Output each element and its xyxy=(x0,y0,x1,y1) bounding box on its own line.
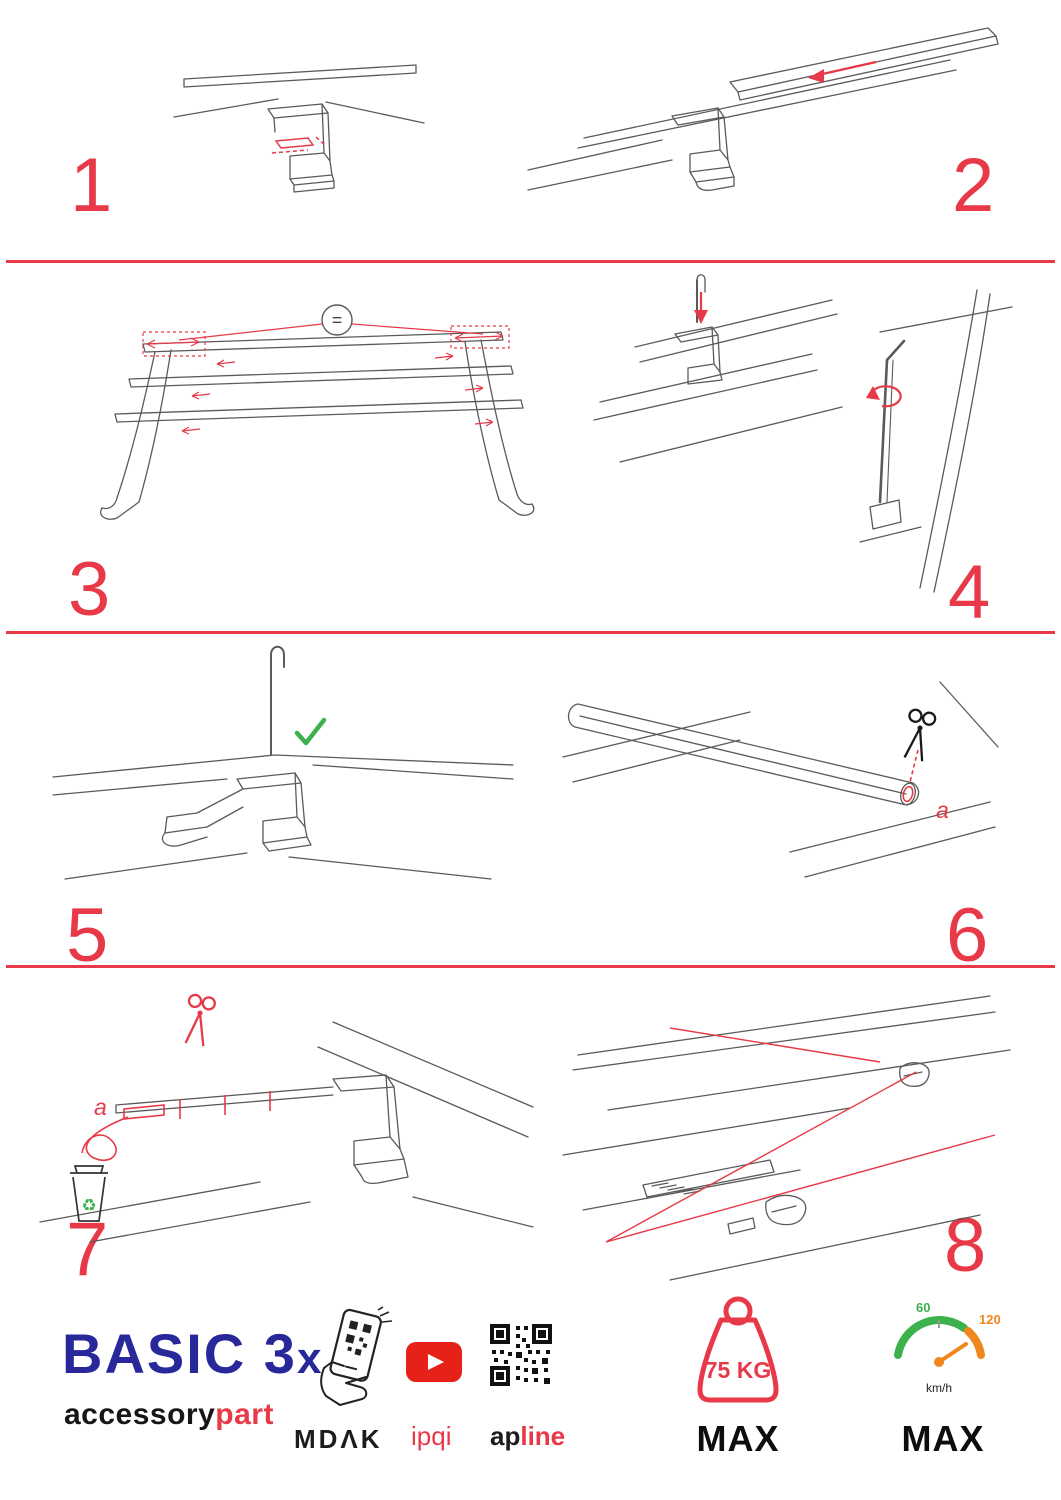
brand-sub-right: part xyxy=(215,1398,274,1431)
step-6-label-a: a xyxy=(936,797,949,823)
step-5-illustration xyxy=(45,635,525,915)
equals-sign: = xyxy=(332,310,343,330)
scissors-red-icon xyxy=(184,993,216,1047)
partner-ipqi-label: ipqi xyxy=(411,1421,452,1451)
trash-bin-icon xyxy=(70,1165,108,1222)
step-2-illustration xyxy=(520,18,1010,238)
step-2-number: 2 xyxy=(952,143,995,228)
step-1-number: 1 xyxy=(70,143,113,228)
step-2-slide-arrow xyxy=(808,60,877,83)
brand-sub-left: accessory xyxy=(64,1398,216,1431)
step-6-illustration: a xyxy=(548,650,1008,915)
weight-icon: 75 KG xyxy=(676,1294,800,1410)
phone-qr-icon xyxy=(310,1306,398,1406)
divider-row2 xyxy=(6,631,1055,634)
brand-subtitle: accessorypart xyxy=(64,1398,274,1432)
equals-badge xyxy=(321,304,353,336)
step-4-number: 4 xyxy=(948,550,991,635)
partner-apline-label: apline xyxy=(490,1421,565,1452)
recycle-icon: ♻ xyxy=(81,1196,96,1215)
speed-120-label: 120 xyxy=(979,1312,1001,1327)
speed-unit-label: km/h xyxy=(926,1381,952,1395)
weight-value: 75 KG xyxy=(705,1357,771,1383)
divider-row3 xyxy=(6,965,1055,968)
step-7-cut-marks xyxy=(81,1091,271,1162)
step-8-number: 8 xyxy=(944,1203,987,1288)
partner-mdak-label: MDΛK xyxy=(294,1424,383,1454)
step-4-arrows xyxy=(694,292,902,408)
youtube-icon xyxy=(406,1342,462,1382)
apline-right: line xyxy=(520,1421,566,1451)
hex-key xyxy=(878,358,889,504)
step-7-number: 7 xyxy=(66,1207,109,1292)
step-7-label-a: a xyxy=(94,1094,107,1120)
step-8-illustration xyxy=(548,978,1018,1286)
step-1-illustration xyxy=(170,55,430,235)
step-5-number: 5 xyxy=(66,893,109,978)
divider-row1 xyxy=(6,260,1055,263)
brand-logo: BASIC 3x xyxy=(62,1326,322,1382)
qr-code-icon xyxy=(488,1322,554,1388)
step-6-number: 6 xyxy=(946,893,989,978)
step-7-illustration: a ♻ xyxy=(28,985,543,1255)
speed-max-label: MAX xyxy=(901,1418,985,1459)
step-1-highlight-plate xyxy=(271,136,326,154)
step-6-cut-mark xyxy=(902,749,919,803)
brand-title-suffix: x xyxy=(296,1334,323,1383)
speed-60-label: 60 xyxy=(916,1300,930,1315)
step-3-measure-marks xyxy=(142,323,510,435)
step-4-illustration xyxy=(580,270,1020,610)
step-3-illustration: = xyxy=(45,280,545,548)
brand-title-text: BASIC 3 xyxy=(62,1322,297,1385)
checkmark-icon xyxy=(294,717,327,746)
apline-left: ap xyxy=(490,1421,521,1451)
step-8-guide-lines xyxy=(605,1027,996,1243)
scissors-icon xyxy=(903,708,937,762)
speedometer-icon: 60 120 km/h xyxy=(880,1296,1006,1406)
weight-max-label: MAX xyxy=(696,1418,780,1459)
step-3-number: 3 xyxy=(68,547,111,632)
